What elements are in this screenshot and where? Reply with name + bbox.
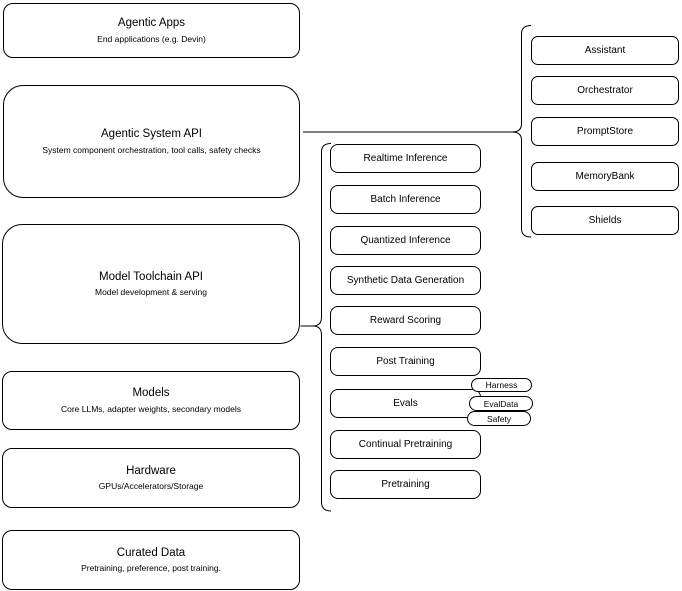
node-title: Hardware [126,464,176,477]
brace-system-components [511,25,532,238]
tag-label: Harness [485,380,518,390]
node-models: Models Core LLMs, adapter weights, secon… [2,371,300,430]
node-synthetic-data-generation: Synthetic Data Generation [330,266,481,295]
tag-label: Safety [486,413,512,424]
node-assistant: Assistant [531,36,679,65]
node-label: Continual Pretraining [358,439,453,450]
node-subtitle: System component orchestration, tool cal… [42,144,261,155]
node-model-toolchain-api: Model Toolchain API Model development & … [2,224,300,344]
node-label: Quantized Inference [360,235,451,246]
node-continual-pretraining: Continual Pretraining [330,430,481,459]
node-label: Batch Inference [370,194,441,205]
node-promptstore: PromptStore [531,117,679,146]
node-memorybank: MemoryBank [531,162,679,191]
node-label: MemoryBank [575,171,635,182]
node-label: Realtime Inference [363,153,448,164]
node-title: Curated Data [116,546,186,559]
node-title: Agentic System API [101,128,202,141]
tag-label: EvalData [483,398,519,409]
node-label: Shields [588,215,622,226]
node-subtitle: Pretraining, preference, post training. [81,563,221,574]
node-shields: Shields [531,206,679,235]
node-subtitle: End applications (e.g. Devin) [97,33,206,44]
node-subtitle: Model development & serving [95,287,207,298]
node-quantized-inference: Quantized Inference [330,226,481,255]
node-title: Model Toolchain API [99,270,203,283]
node-label: Orchestrator [577,85,633,96]
node-label: Pretraining [381,479,430,490]
node-hardware: Hardware GPUs/Accelerators/Storage [2,448,300,508]
node-title: Agentic Apps [117,17,186,30]
node-label: Assistant [584,45,626,56]
node-subtitle: Core LLMs, adapter weights, secondary mo… [60,403,241,414]
node-evals: Evals [330,389,481,418]
node-label: Post Training [376,356,435,367]
brace-toolchain-items [312,143,332,512]
node-title: Models [132,387,170,400]
node-orchestrator: Orchestrator [531,76,679,105]
node-label: Evals [393,398,418,409]
node-pretraining: Pretraining [330,470,481,499]
node-agentic-system-api: Agentic System API System component orch… [3,85,300,198]
node-label: Synthetic Data Generation [346,275,465,286]
tag-evaldata: EvalData [469,396,533,411]
node-batch-inference: Batch Inference [330,185,481,214]
tag-harness: Harness [471,378,532,392]
node-label: PromptStore [576,126,634,137]
node-post-training: Post Training [330,347,481,376]
node-agentic-apps: Agentic Apps End applications (e.g. Devi… [3,3,300,58]
node-curated-data: Curated Data Pretraining, preference, po… [2,530,300,590]
node-label: Reward Scoring [369,315,442,326]
node-subtitle: GPUs/Accelerators/Storage [98,481,204,492]
node-realtime-inference: Realtime Inference [330,144,481,173]
node-reward-scoring: Reward Scoring [330,306,481,335]
tag-safety: Safety [467,411,531,426]
